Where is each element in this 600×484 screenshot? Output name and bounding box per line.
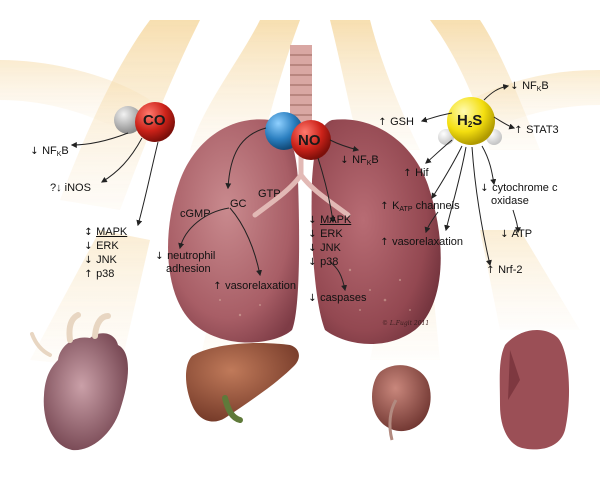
liver xyxy=(186,343,299,421)
h2s-stat3-label: ↑ STAT3 xyxy=(514,124,559,137)
h2s-oxidase-label: oxidase xyxy=(491,195,529,208)
co-erk-label: ↓ ERK xyxy=(84,240,119,253)
kidney xyxy=(372,365,431,440)
h2s-atp-label: ↓ ATP xyxy=(500,228,532,241)
no-label: NO xyxy=(298,132,321,149)
lung-section xyxy=(500,330,569,449)
co-jnk-label: ↓ JNK xyxy=(84,254,117,267)
co-mapk-label: ↕ MAPK xyxy=(84,226,127,239)
h2s-vasorelaxation-label: ↑ vasorelaxation xyxy=(380,236,463,249)
no-gtp-label: GTP xyxy=(258,188,281,201)
no-vasorelaxation-label: ↑ vasorelaxation xyxy=(213,280,296,293)
no-cgmp-label: cGMP xyxy=(180,208,211,221)
no-gc-label: GC xyxy=(230,198,247,211)
no-mapk-label: ↓ MAPK xyxy=(308,214,351,227)
no-neutrophil-label: ↓ neutrophil xyxy=(155,250,215,263)
co-inos-label: ?↓ iNOS xyxy=(50,182,91,195)
h2s-katp-label: ↑ KATP channels xyxy=(380,200,460,216)
h2s-hif-label: ↑ Hif xyxy=(403,167,429,180)
h2s-label: H2S xyxy=(457,112,482,129)
no-nfkb-label: ↓ NFKB xyxy=(340,154,379,170)
h2s-cytochrome-label: ↓ cytochrome c xyxy=(480,182,557,195)
h2s-nfkb-label: ↓ NFKB xyxy=(510,80,549,96)
no-caspases-label: ↓ caspases xyxy=(308,292,367,305)
h2s-nrf2-label: ↑ Nrf-2 xyxy=(486,264,523,277)
artist-credit: © L.Fugit 2011 xyxy=(382,320,429,327)
co-label: CO xyxy=(143,112,166,129)
co-p38-label: ↑ p38 xyxy=(84,268,114,281)
co-nfkb-label: ↓ NFKB xyxy=(30,145,69,161)
no-jnk-label: ↓ JNK xyxy=(308,242,341,255)
no-p38-label: ↓ p38 xyxy=(308,256,338,269)
no-erk-label: ↓ ERK xyxy=(308,228,343,241)
h2s-gsh-label: ↑ GSH xyxy=(378,116,414,129)
no-adhesion-label: adhesion xyxy=(166,263,211,276)
